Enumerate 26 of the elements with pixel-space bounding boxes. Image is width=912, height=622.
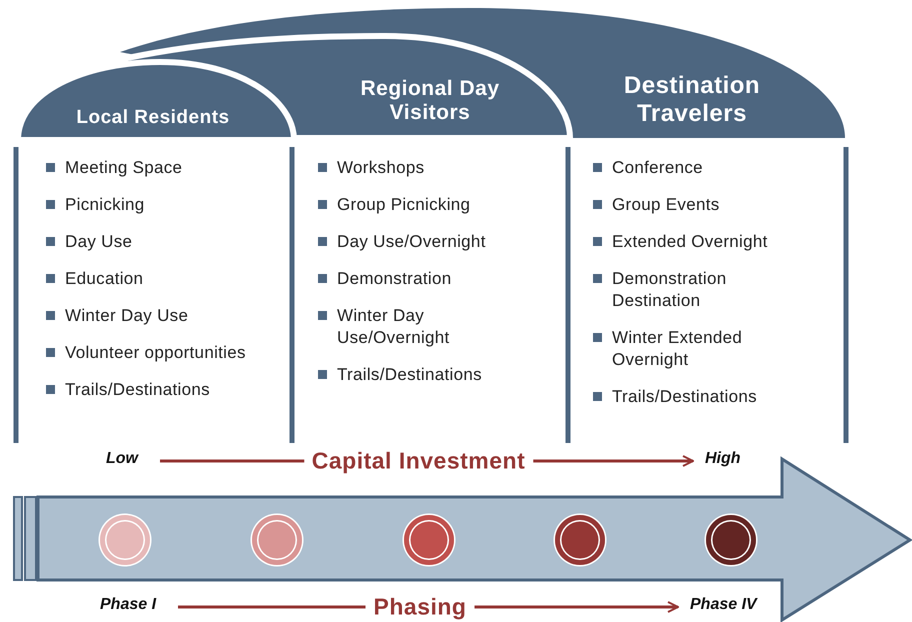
list-item: Winter Day Use/Overnight xyxy=(337,305,451,349)
list-item: Conference xyxy=(612,157,703,179)
column-heading: Destination Travelers xyxy=(622,72,762,128)
list-item: Workshops xyxy=(337,157,424,179)
column-heading: Local Residents xyxy=(75,107,231,129)
scale-end-label: Phase I xyxy=(100,596,156,614)
scale-end-label: Low xyxy=(106,450,138,468)
list-item: Day Use xyxy=(65,231,132,253)
list-item: Demonstration Destination xyxy=(612,268,728,312)
list-item: Picnicking xyxy=(65,194,145,216)
list-item: Group Picnicking xyxy=(337,194,470,216)
list-item: Meeting Space xyxy=(65,157,182,179)
list-item: Education xyxy=(65,268,144,290)
list-item: Extended Overnight xyxy=(612,231,768,253)
list-item: Demonstration xyxy=(337,268,452,290)
scale-end-label: Phase IV xyxy=(690,596,757,614)
list-item: Winter Extended Overnight xyxy=(612,327,744,371)
list-item: Trails/Destinations xyxy=(612,386,757,408)
list-item: Group Events xyxy=(612,194,720,216)
list-item: Trails/Destinations xyxy=(65,379,210,401)
list-item: Volunteer opportunities xyxy=(65,342,246,364)
column-heading: Regional Day Visitors xyxy=(359,77,501,126)
scale-end-label: High xyxy=(705,450,741,468)
list-item: Trails/Destinations xyxy=(337,364,482,386)
list-item: Winter Day Use xyxy=(65,305,188,327)
list-item: Day Use/Overnight xyxy=(337,231,486,253)
